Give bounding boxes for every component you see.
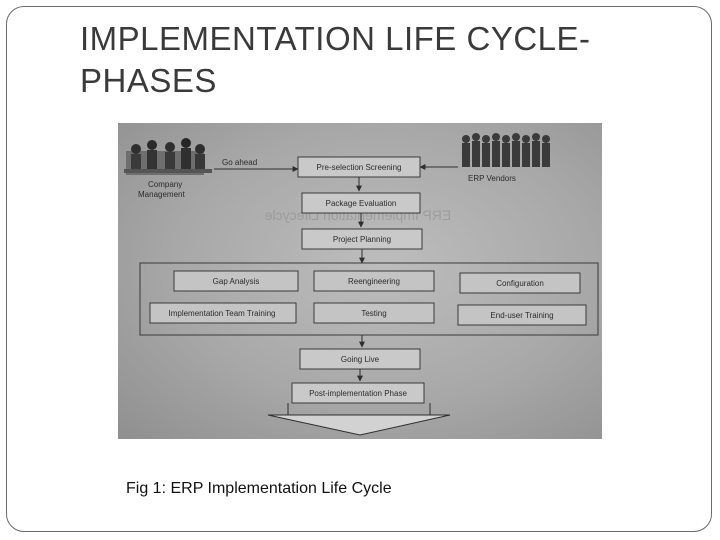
svg-text:Going Live: Going Live	[341, 355, 380, 364]
go-ahead-label: Go ahead	[222, 158, 257, 167]
company-management-icon	[124, 138, 212, 175]
svg-text:Testing: Testing	[361, 309, 386, 318]
phase-end-user-training: End-user Training	[457, 304, 587, 326]
parallel-phases-frame	[139, 262, 599, 336]
erp-lifecycle-figure: ERP Implementation Lifecycle Company Man…	[118, 123, 602, 439]
step-post-implementation: Post-implementation Phase	[291, 382, 425, 404]
svg-text:Reengineering: Reengineering	[348, 277, 400, 286]
svg-text:Management: Management	[138, 190, 185, 199]
svg-text:Project Planning: Project Planning	[333, 235, 391, 244]
phase-testing: Testing	[313, 302, 435, 324]
down-arrow-icon	[267, 403, 451, 436]
figure-caption: Fig 1: ERP Implementation Life Cycle	[126, 480, 392, 497]
step-package-evaluation: Package Evaluation	[301, 192, 421, 214]
erp-vendors-label: ERP Vendors	[468, 174, 516, 183]
step-going-live: Going Live	[299, 348, 421, 370]
step-pre-selection: Pre-selection Screening	[297, 156, 421, 178]
slide-title: IMPLEMENTATION LIFE CYCLE-PHASES	[80, 20, 591, 99]
svg-text:Gap Analysis: Gap Analysis	[213, 277, 260, 286]
company-management-label: Company	[148, 180, 182, 189]
svg-text:Implementation Team Training: Implementation Team Training	[168, 309, 275, 318]
phase-configuration: Configuration	[459, 272, 581, 294]
phase-gap-analysis: Gap Analysis	[173, 270, 299, 292]
lifecycle-diagram: ERP Implementation Lifecycle Company Man…	[124, 133, 599, 436]
svg-text:Post-implementation Phase: Post-implementation Phase	[309, 389, 407, 398]
step-project-planning: Project Planning	[301, 228, 423, 250]
svg-text:End-user Training: End-user Training	[490, 311, 553, 320]
phase-team-training: Implementation Team Training	[149, 302, 297, 324]
erp-vendors-icon	[462, 133, 550, 167]
phase-reengineering: Reengineering	[313, 270, 435, 292]
slide-frame	[6, 6, 712, 532]
svg-text:Configuration: Configuration	[496, 279, 544, 288]
svg-text:Package Evaluation: Package Evaluation	[326, 199, 397, 208]
svg-text:Pre-selection Screening: Pre-selection Screening	[317, 163, 402, 172]
